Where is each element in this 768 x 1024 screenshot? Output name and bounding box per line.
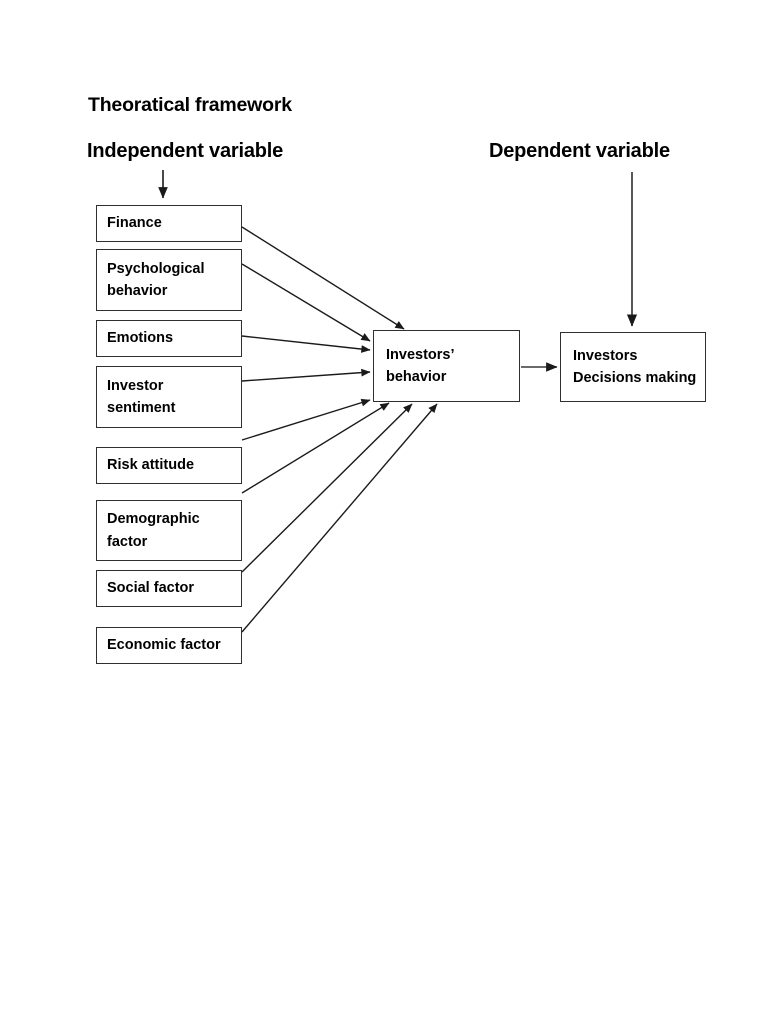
node-label-line-1: Investors (573, 347, 638, 364)
node-box-risk-attitude[interactable]: Risk attitude (96, 447, 242, 484)
node-label-line-2: Decisions making (573, 370, 697, 386)
dependent-variable-heading: Dependent variable (489, 140, 670, 162)
node-label-line-2: behavior (107, 283, 168, 299)
node-box-investor-sentiment[interactable]: Investor sentiment (96, 366, 242, 428)
node-label: Finance (107, 215, 162, 232)
node-box-finance[interactable]: Finance (96, 205, 242, 242)
arrow-emotions-to-mediator (241, 335, 371, 353)
arrow-investor-sentiment-to-mediator (241, 368, 371, 382)
node-label-line-2: factor (107, 533, 148, 550)
arrow-economic-factor-to-mediator (241, 403, 438, 633)
node-label: Social factor (107, 580, 195, 597)
arrow-social-factor-to-mediator (241, 403, 413, 573)
arrow-demographic-to-mediator (241, 402, 390, 494)
node-label: Emotions (107, 330, 174, 347)
node-box-investors-behavior[interactable]: Investors’ behavior (373, 330, 520, 402)
node-label-line-2: behavior (386, 369, 447, 385)
node-box-social-factor[interactable]: Social factor (96, 570, 242, 607)
arrow-finance-to-mediator (241, 226, 405, 330)
page-title: Theoratical framework (88, 94, 292, 116)
node-label-line-1: Demographic (107, 511, 200, 528)
node-label-line-1: Investor (107, 377, 164, 394)
node-box-economic-factor[interactable]: Economic factor (96, 627, 242, 664)
node-label-line-1: Psychological (107, 260, 205, 277)
node-label: Risk attitude (107, 457, 195, 474)
node-box-investors-decisions-making[interactable]: Investors Decisions making (560, 332, 706, 402)
arrow-psychological-to-mediator (241, 263, 371, 342)
node-label: Economic factor (107, 637, 221, 654)
node-box-emotions[interactable]: Emotions (96, 320, 242, 357)
node-label-line-2: sentiment (107, 400, 176, 416)
arrow-risk-attitude-to-mediator (241, 398, 371, 441)
independent-variable-heading: Independent variable (87, 140, 284, 162)
node-label-line-1: Investors’ (386, 346, 455, 363)
node-box-demographic-factor[interactable]: Demographic factor (96, 500, 242, 561)
node-box-psychological-behavior[interactable]: Psychological behavior (96, 249, 242, 311)
